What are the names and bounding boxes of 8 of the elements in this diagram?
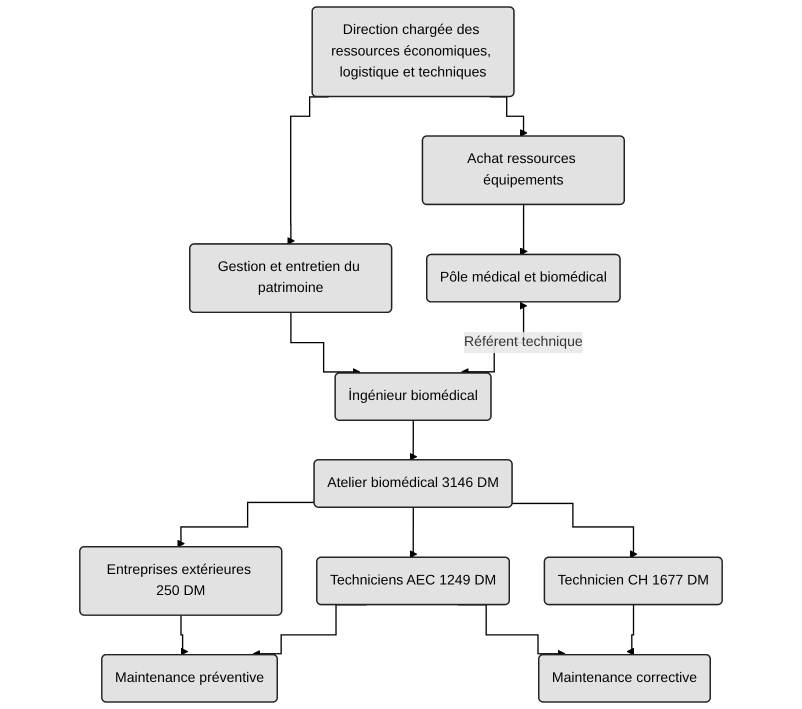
arrow	[180, 614, 188, 656]
arrow	[626, 604, 634, 656]
arrow	[177, 502, 314, 548]
arrow	[410, 420, 418, 461]
arrow	[512, 502, 638, 558]
edge-label: Référent technique	[464, 334, 583, 350]
arrow	[520, 204, 528, 256]
arrow	[410, 506, 418, 558]
